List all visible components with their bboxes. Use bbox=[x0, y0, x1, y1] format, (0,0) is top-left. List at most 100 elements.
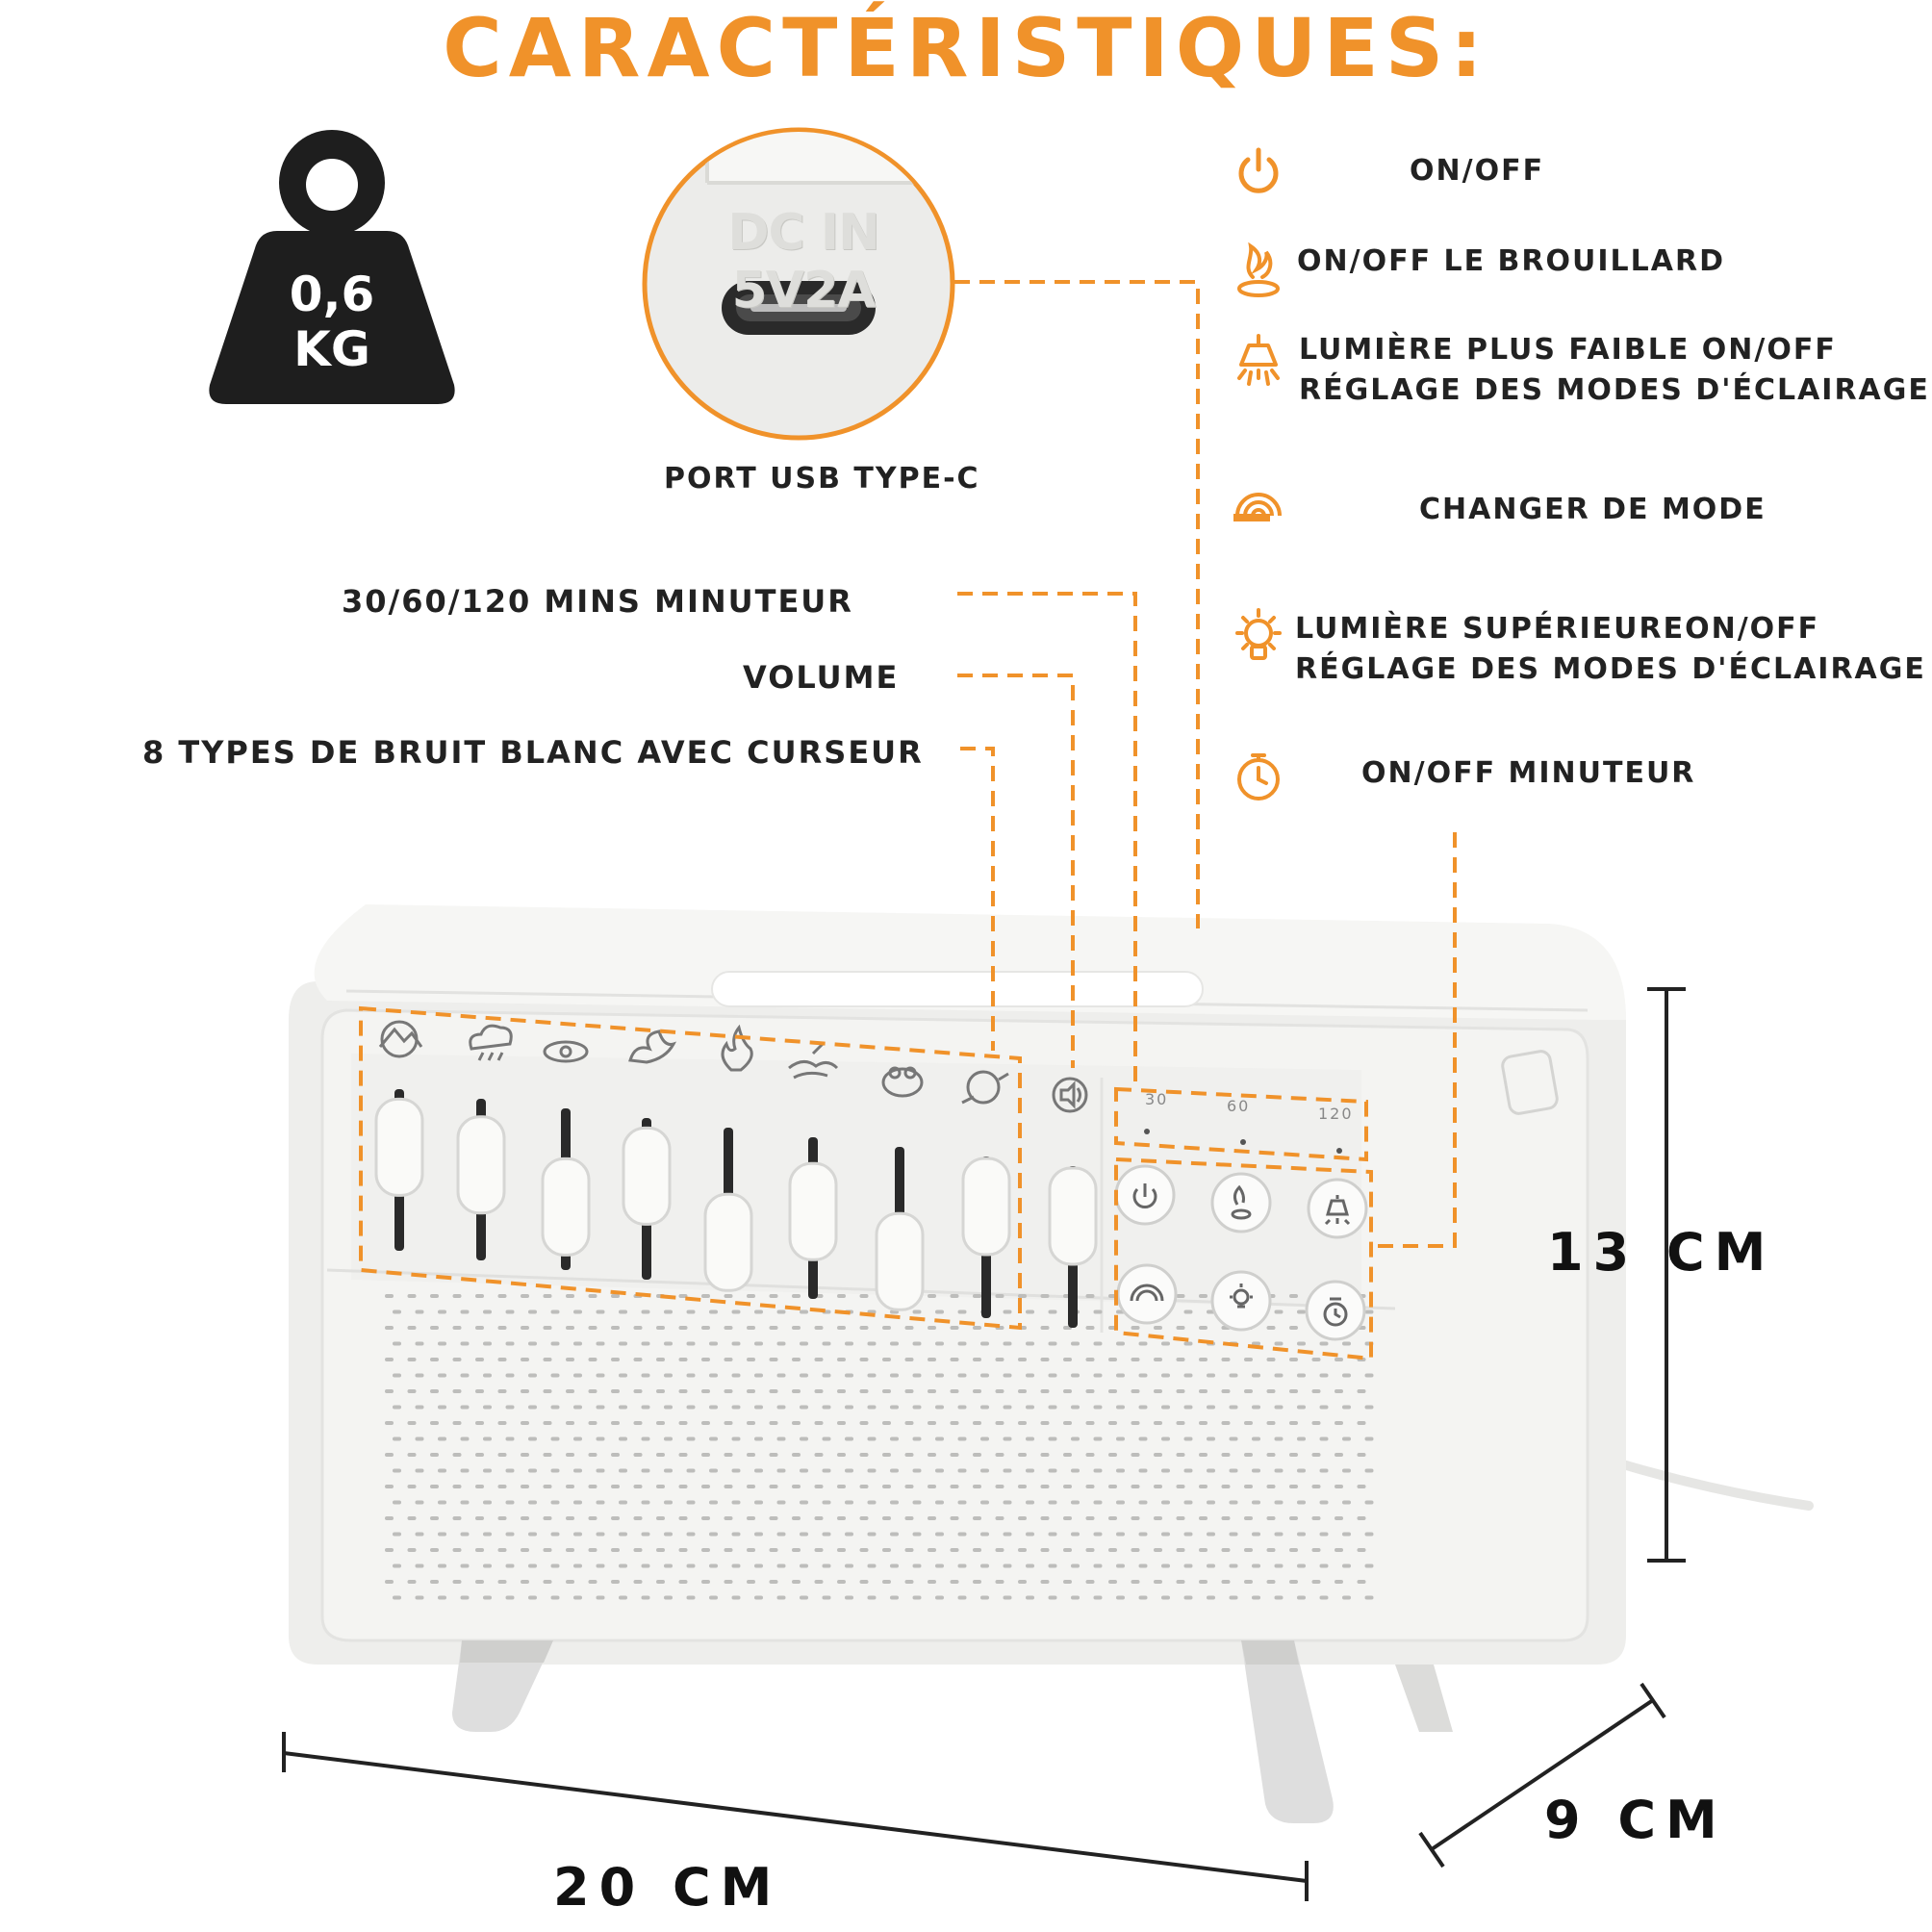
noise-slider-knob[interactable] bbox=[788, 1161, 838, 1261]
grille-hole bbox=[1040, 1485, 1050, 1488]
grille-hole bbox=[935, 1468, 944, 1473]
grille-hole bbox=[1108, 1389, 1117, 1393]
grille-hole bbox=[950, 1516, 959, 1520]
lamp-button[interactable] bbox=[1307, 1178, 1368, 1239]
grille-hole bbox=[995, 1453, 1004, 1457]
timer-option-120[interactable]: 120 bbox=[1318, 1105, 1354, 1123]
noise-slider-knob[interactable] bbox=[703, 1192, 753, 1292]
grille-hole bbox=[1311, 1580, 1321, 1584]
grille-hole bbox=[1085, 1294, 1095, 1298]
grille-hole bbox=[483, 1595, 492, 1600]
grille-hole bbox=[1018, 1453, 1027, 1457]
grille-hole bbox=[822, 1436, 831, 1441]
grille-hole bbox=[1335, 1358, 1343, 1361]
grille-hole bbox=[776, 1373, 786, 1378]
grille-hole bbox=[664, 1405, 673, 1410]
bulb-button[interactable] bbox=[1210, 1270, 1272, 1332]
grille-hole bbox=[867, 1468, 877, 1473]
grille-hole bbox=[475, 1326, 484, 1330]
grille-hole bbox=[837, 1516, 846, 1520]
grille-hole bbox=[1342, 1563, 1351, 1568]
grille-hole bbox=[566, 1358, 574, 1361]
grille-hole bbox=[957, 1309, 967, 1314]
grille-hole bbox=[1018, 1389, 1027, 1393]
grille-hole bbox=[731, 1436, 741, 1441]
grille-hole bbox=[912, 1341, 922, 1346]
grille-hole bbox=[973, 1516, 981, 1520]
grille-hole bbox=[1063, 1580, 1072, 1584]
grille-hole bbox=[393, 1563, 401, 1568]
grille-hole bbox=[1183, 1595, 1193, 1600]
grille-hole bbox=[1063, 1453, 1072, 1457]
grille-hole bbox=[814, 1389, 824, 1393]
grille-hole bbox=[407, 1580, 417, 1584]
noise-slider-knob[interactable] bbox=[875, 1211, 925, 1311]
noise-slider-knob[interactable] bbox=[961, 1157, 1011, 1257]
grille-hole bbox=[867, 1532, 877, 1537]
grille-hole bbox=[1297, 1563, 1306, 1568]
volume-slider-knob[interactable] bbox=[1048, 1166, 1098, 1266]
timer-scale: 30 60 120 bbox=[1144, 1090, 1354, 1154]
grille-hole bbox=[709, 1500, 718, 1505]
grille-hole bbox=[393, 1309, 401, 1314]
noise-slider-knob[interactable] bbox=[541, 1157, 591, 1257]
grille-hole bbox=[415, 1405, 424, 1410]
grille-hole bbox=[701, 1389, 710, 1393]
grille-hole bbox=[1093, 1373, 1103, 1378]
grille-hole bbox=[754, 1405, 763, 1410]
mist-button[interactable] bbox=[1210, 1172, 1272, 1233]
grille-hole bbox=[407, 1358, 417, 1361]
grille-hole bbox=[776, 1468, 786, 1473]
grille-hole bbox=[1040, 1358, 1050, 1361]
grille-hole bbox=[1252, 1468, 1260, 1473]
noise-slider-knob[interactable] bbox=[456, 1115, 506, 1215]
grille-hole bbox=[1229, 1532, 1238, 1537]
grille-hole bbox=[822, 1563, 831, 1568]
grille-hole bbox=[543, 1485, 552, 1488]
grille-hole bbox=[1003, 1595, 1012, 1600]
power-button[interactable] bbox=[1114, 1164, 1176, 1226]
timer-option-60[interactable]: 60 bbox=[1227, 1097, 1250, 1115]
grille-hole bbox=[1003, 1341, 1012, 1346]
grille-hole bbox=[438, 1595, 446, 1600]
grille-hole bbox=[611, 1326, 620, 1330]
grille-hole bbox=[731, 1468, 741, 1473]
grille-hole bbox=[1252, 1436, 1260, 1441]
grille-hole bbox=[859, 1294, 869, 1298]
grille-hole bbox=[1319, 1532, 1329, 1537]
grille-hole bbox=[912, 1436, 922, 1441]
grille-hole bbox=[882, 1326, 891, 1330]
grille-hole bbox=[1335, 1548, 1343, 1552]
timer-option-30[interactable]: 30 bbox=[1145, 1090, 1168, 1108]
grille-hole bbox=[566, 1485, 574, 1488]
grille-hole bbox=[1018, 1358, 1027, 1361]
grille-hole bbox=[724, 1485, 733, 1488]
timer-button[interactable] bbox=[1305, 1280, 1366, 1341]
timer-options-box bbox=[1114, 1086, 1368, 1162]
noise-slider-knob[interactable] bbox=[374, 1097, 424, 1197]
grille-hole bbox=[483, 1563, 492, 1568]
grille-hole bbox=[1221, 1580, 1231, 1584]
grille-hole bbox=[957, 1468, 967, 1473]
mode-button[interactable] bbox=[1116, 1263, 1178, 1325]
grille-hole bbox=[1063, 1358, 1072, 1361]
depth-dimension-right-cap bbox=[1640, 1682, 1666, 1719]
grille-hole bbox=[800, 1341, 808, 1346]
grille-hole bbox=[1244, 1485, 1253, 1488]
grille-hole bbox=[1229, 1563, 1238, 1568]
noise-slider-knob[interactable] bbox=[622, 1126, 672, 1226]
grille-hole bbox=[641, 1341, 650, 1346]
grille-hole bbox=[800, 1595, 808, 1600]
rain-drops-icon bbox=[477, 1052, 504, 1061]
grille-hole bbox=[957, 1436, 967, 1441]
grille-hole bbox=[1221, 1389, 1231, 1393]
grille-hole bbox=[724, 1580, 733, 1584]
grille-hole bbox=[633, 1580, 643, 1584]
grille-hole bbox=[1364, 1468, 1374, 1473]
grille-hole bbox=[438, 1563, 446, 1568]
grille-hole bbox=[497, 1389, 507, 1393]
grille-hole bbox=[1319, 1468, 1329, 1473]
feature-label-lamp-2: RÉGLAGE DES MODES D'ÉCLAIRAGE bbox=[1299, 373, 1930, 407]
grille-hole bbox=[754, 1373, 763, 1378]
grille-hole bbox=[1319, 1563, 1329, 1568]
